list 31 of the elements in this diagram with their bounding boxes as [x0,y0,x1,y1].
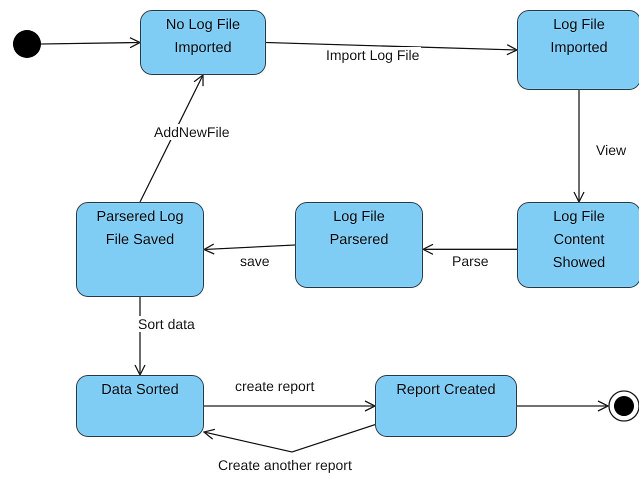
state-name: Log File Imported [549,16,609,58]
state-box [517,10,639,90]
edge-label: View [594,142,628,158]
transition-arrow [204,400,376,412]
edge-label: Parse [450,253,491,269]
state-box [76,375,204,437]
state-box [295,202,423,288]
transition-arrow [203,424,376,453]
state-name: Log File Parsered [328,208,390,250]
edge-label: AddNewFile [152,124,232,140]
transition-arrow [422,244,517,255]
state-name: No Log File Imported [164,16,242,58]
initial-state-dot [13,30,41,58]
state-name: Log File Content Showed [552,208,606,273]
state-box [517,202,639,288]
final-state-symbol [608,390,639,422]
transition-arrow [517,400,609,412]
transition-arrow [203,243,296,255]
state-box [375,375,517,437]
transition-arrow [139,74,204,202]
transition-arrow [41,37,141,48]
edge-label: Import Log File [324,47,422,63]
state-box [140,10,266,75]
edge-label: Create another report [216,457,354,473]
transition-arrow [573,90,585,203]
state-name: Data Sorted [100,381,180,400]
transition-arrow [266,42,518,56]
state-name: Parsered Log File Saved [95,208,185,250]
state-name: Report Created [395,381,497,400]
state-box [76,202,204,297]
edge-label: Sort data [136,316,197,332]
